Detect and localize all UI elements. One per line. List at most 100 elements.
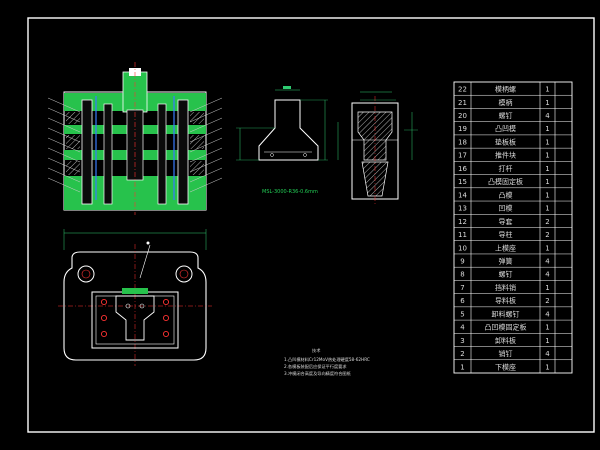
bom-row: 7 挡料销 1 — [460, 283, 549, 292]
bom-no: 10 — [458, 244, 467, 252]
bom-qty: 4 — [545, 112, 550, 120]
plan-view — [58, 229, 212, 366]
bom-name: 导料板 — [495, 296, 516, 305]
bom-qty: 1 — [545, 178, 549, 186]
bom-qty: 1 — [545, 205, 549, 213]
bom-name: 模柄 — [499, 98, 513, 107]
notes-title: 技术 — [312, 347, 321, 354]
bom-no: 4 — [460, 324, 465, 332]
bom-qty: 4 — [545, 257, 550, 265]
bom-qty: 1 — [545, 244, 549, 252]
bom-qty: 4 — [545, 271, 550, 279]
bom-row: 16 打杆 1 — [458, 164, 550, 173]
bom-row: 20 螺钉 4 — [458, 111, 550, 120]
bom-row: 14 凸模 1 — [458, 190, 550, 199]
bom-name: 卸料螺钉 — [492, 309, 520, 318]
bom-name: 下模座 — [495, 362, 516, 371]
bom-qty: 1 — [545, 99, 549, 107]
bom-no: 11 — [458, 231, 467, 239]
part-caption: MSL-3000-R36-0.6mm — [262, 189, 318, 195]
bom-row: 6 导料板 2 — [460, 296, 549, 305]
bom-no: 20 — [458, 112, 467, 120]
note-line-3: 3.冲模闭合高度及导向精度符合图纸 — [284, 370, 352, 377]
side-section-view — [337, 91, 418, 205]
bom-row: 8 螺钉 4 — [460, 270, 550, 279]
bom-qty: 1 — [545, 86, 549, 94]
bom-row: 22 模柄螺 1 — [458, 85, 550, 94]
bom-no: 7 — [460, 284, 464, 292]
bom-name: 凸模 — [499, 190, 513, 199]
bom-no: 5 — [460, 310, 464, 318]
bom-name: 凸凹模 — [495, 124, 516, 133]
technical-notes: 技术 1.凸凹模材料Cr12MoV热处理硬度58-62HRC 2.各模板装配后应… — [284, 347, 370, 377]
bom-qty: 1 — [545, 165, 549, 173]
bom-name: 垫板板 — [495, 137, 516, 146]
bom-name: 导套 — [499, 217, 513, 226]
bom-qty: 1 — [545, 284, 549, 292]
bom-row: 1 下模座 1 — [460, 362, 549, 371]
bom-qty: 1 — [545, 125, 549, 133]
bom-name: 打杆 — [499, 164, 513, 173]
bom-no: 21 — [458, 99, 467, 107]
bom-qty: 1 — [545, 363, 549, 371]
bom-no: 14 — [458, 191, 467, 199]
bom-no: 6 — [460, 297, 465, 305]
bom-no: 16 — [458, 165, 467, 173]
guide-post-right — [177, 99, 189, 205]
bom-row: 4 凸凹模固定板 1 — [460, 323, 549, 332]
note-line-1: 1.凸凹模材料Cr12MoV热处理硬度58-62HRC — [284, 356, 370, 363]
bom-no: 22 — [458, 86, 467, 94]
bom-row: 11 导柱 2 — [458, 230, 550, 239]
part-detail-view: MSL-3000-R36-0.6mm — [236, 86, 328, 195]
bom-qty: 1 — [545, 337, 549, 345]
bom-name: 卸料板 — [495, 336, 516, 345]
bom-qty: 2 — [545, 297, 549, 305]
bom-name: 挡料销 — [495, 283, 516, 292]
bom-name: 销钉 — [499, 349, 513, 358]
bom-no: 15 — [458, 178, 467, 186]
bom-name: 凹模 — [499, 204, 513, 213]
bom-row: 17 推件块 1 — [458, 151, 550, 160]
bom-name: 螺钉 — [499, 270, 513, 279]
bom-name: 导柱 — [499, 230, 513, 239]
bom-row: 18 垫板板 1 — [458, 137, 550, 146]
bom-name: 凸模固定板 — [488, 177, 523, 186]
bom-qty: 4 — [545, 310, 550, 318]
bom-qty: 1 — [545, 324, 549, 332]
bom-no: 18 — [458, 138, 467, 146]
bom-row: 15 凸模固定板 1 — [458, 177, 550, 186]
bom-row: 5 卸料螺钉 4 — [460, 309, 550, 318]
bom-no: 9 — [460, 257, 464, 265]
sheet-border — [27, 17, 595, 433]
bom-no: 8 — [460, 271, 464, 279]
bom-qty: 1 — [545, 152, 549, 160]
bom-row: 9 弹簧 4 — [460, 256, 550, 265]
guide-post-left — [81, 99, 93, 205]
bom-no: 1 — [460, 363, 464, 371]
bom-qty: 4 — [545, 350, 550, 358]
bom-qty: 2 — [545, 231, 549, 239]
bom-name: 模柄螺 — [495, 85, 516, 94]
bom-no: 19 — [458, 125, 467, 133]
bom-row: 21 模柄 1 — [458, 98, 550, 107]
bom-no: 17 — [458, 152, 467, 160]
bom-no: 2 — [460, 350, 464, 358]
bom-qty: 2 — [545, 218, 549, 226]
bom-name: 弹簧 — [499, 256, 513, 265]
note-line-2: 2.各模板装配后应保证平行度要求 — [284, 363, 347, 370]
bom-name: 凸凹模固定板 — [485, 323, 527, 332]
bom-name: 螺钉 — [499, 111, 513, 120]
bom-qty: 1 — [545, 138, 549, 146]
bom-qty: 1 — [545, 191, 549, 199]
bom-row: 2 销钉 4 — [460, 349, 550, 358]
bom-name: 推件块 — [495, 151, 516, 160]
front-section-view — [47, 62, 223, 215]
bom-row: 19 凸凹模 1 — [458, 124, 550, 133]
